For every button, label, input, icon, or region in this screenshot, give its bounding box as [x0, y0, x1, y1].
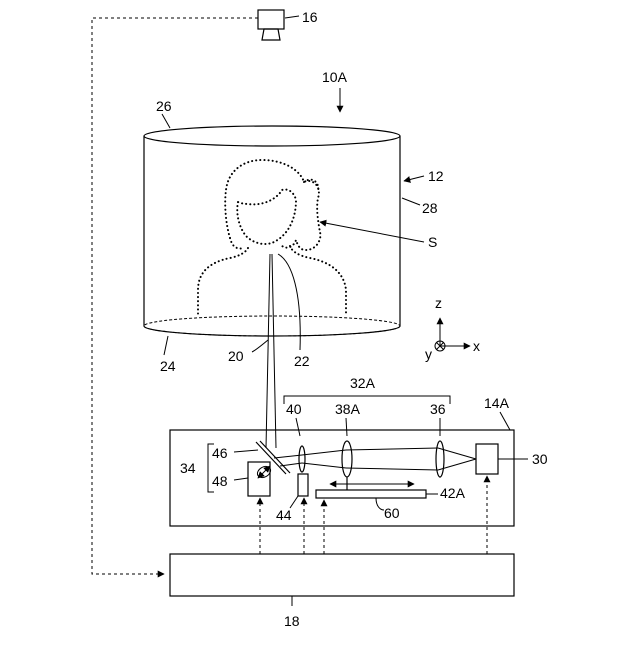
axis-x-label: x [473, 338, 480, 354]
label-camera: 16 [302, 9, 318, 25]
label-lens-40: 40 [286, 401, 302, 417]
cylinder-12 [144, 126, 400, 336]
label-top-surface: 26 [156, 98, 172, 114]
label-mirror-46: 46 [212, 445, 228, 461]
sensor-44 [298, 474, 308, 496]
label-rail-60: 60 [384, 505, 400, 521]
label-bottom-surface: 24 [160, 358, 176, 374]
label-lens-36: 36 [430, 401, 446, 417]
beam-20-left [266, 254, 270, 448]
axis-z-label: z [435, 295, 442, 311]
controller-18 [170, 554, 514, 596]
leader-28 [402, 198, 420, 205]
camera-16 [258, 10, 299, 40]
lens-40 [299, 446, 305, 472]
optics-bracket [284, 396, 450, 404]
label-actuator-48: 48 [212, 473, 228, 489]
actuator-48 [248, 462, 270, 496]
beam-20-right [272, 254, 276, 448]
label-stage-42a: 42A [440, 485, 466, 501]
label-scanner-34: 34 [180, 460, 196, 476]
mirror-46 [256, 442, 286, 474]
axes-indicator [435, 318, 470, 351]
label-beam-22: 22 [294, 353, 310, 369]
lens-38a [342, 441, 352, 477]
label-system: 10A [322, 69, 348, 85]
label-beam-20: 20 [228, 348, 244, 364]
subject-figure [198, 160, 346, 316]
leader-26 [162, 114, 170, 128]
label-side-surface: 28 [422, 200, 438, 216]
stage-42a [316, 490, 426, 498]
label-subject: S [428, 234, 437, 250]
label-optics-group: 32A [350, 375, 376, 391]
light-source-30 [476, 444, 498, 474]
top-surface-ellipse [144, 126, 400, 146]
label-unit-14a: 14A [484, 395, 510, 411]
leader-24 [164, 336, 168, 355]
label-light-source: 30 [532, 451, 548, 467]
leader-subject [320, 222, 424, 242]
label-cylinder: 12 [428, 168, 444, 184]
label-sensor-44: 44 [276, 507, 292, 523]
label-controller: 18 [284, 613, 300, 629]
axis-y-label: y [425, 346, 432, 362]
leader-12 [404, 176, 424, 181]
lens-36 [436, 441, 444, 477]
label-lens-38a: 38A [335, 401, 361, 417]
camera-controller-link [92, 18, 258, 574]
leader-20 [252, 340, 268, 352]
